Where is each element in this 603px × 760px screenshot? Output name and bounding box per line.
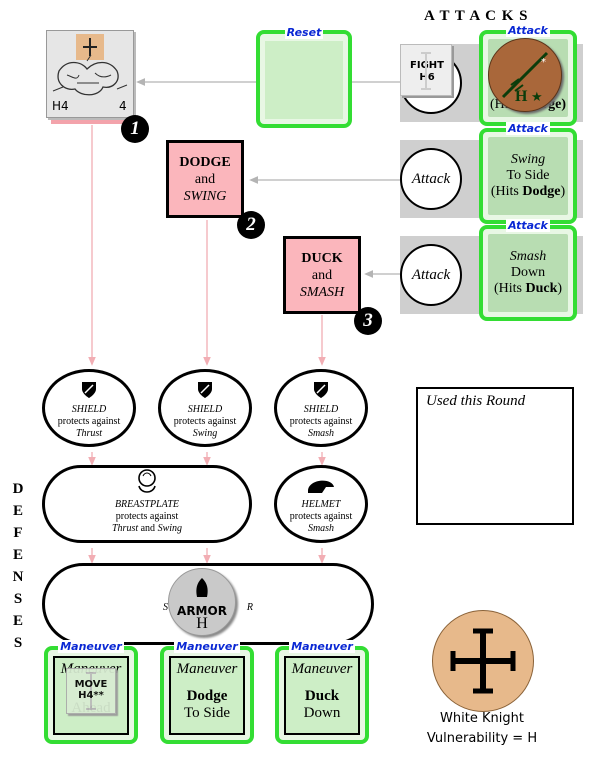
attack-row-2-label: Attack — [411, 170, 451, 187]
maneuver-3-line3: Down — [303, 705, 341, 721]
maneuver-tag-3: Maneuver — [289, 640, 355, 653]
maneuver-2-line2: Dodge — [186, 688, 228, 704]
attack-row-2-circle[interactable]: Attack — [400, 148, 462, 210]
maneuver-card-3-inner: Maneuver Duck Down — [284, 656, 360, 735]
player-vulnerability: Vulnerability = H — [426, 731, 538, 746]
fight-chit-mark-icon — [421, 52, 431, 90]
reset-label: Reset — [284, 26, 324, 39]
duck-sub: SMASH — [299, 284, 345, 300]
shield-3-name: SHIELD — [303, 404, 339, 415]
cross-icon — [450, 628, 516, 694]
breastplate-name: BREASTPLATE — [114, 499, 180, 510]
step-number-1: 1 — [121, 115, 149, 143]
helmet-name: HELMET — [301, 499, 341, 510]
suit-fragment-left: S — [163, 602, 168, 613]
breastplate-line3: Thrust and Swing — [111, 523, 183, 534]
helmet-slot[interactable]: HELMET protects against Smash — [274, 465, 368, 543]
maneuver-3-title: Maneuver — [291, 661, 353, 677]
breastplate-slot[interactable]: BREASTPLATE protects against Thrust and … — [42, 465, 252, 543]
used-this-round-title: Used this Round — [426, 393, 526, 409]
attack-card-3-inner: Smash Down (Hits Duck) — [488, 234, 568, 312]
attack-card-2-line1: Swing — [510, 152, 546, 167]
shield-2-name: SHIELD — [187, 404, 223, 415]
shield-slot-thrust[interactable]: SHIELD protects against Thrust — [42, 369, 136, 447]
duck-title: DUCK — [301, 250, 343, 266]
duck-and: and — [311, 267, 333, 283]
reset-slot — [265, 41, 343, 119]
attack-card-3-line1: Smash — [509, 249, 547, 264]
attack-card-3[interactable]: Attack Smash Down (Hits Duck) — [479, 219, 577, 321]
breastplate-line2: protects against — [115, 511, 179, 522]
attack-card-2-line3: (Hits Dodge) — [490, 184, 566, 199]
attack-card-3-line2: Down — [510, 265, 546, 280]
helmet-icon — [308, 480, 334, 493]
used-this-round-box[interactable]: Used this Round — [416, 387, 574, 525]
shield-1-line3: Thrust — [75, 428, 103, 439]
move-chit-label: MOVE — [74, 679, 108, 690]
attack-card-2-line2: To Side — [506, 168, 550, 183]
move-chit-mark-icon — [86, 672, 96, 710]
maneuver-tag-2: Maneuver — [174, 640, 240, 653]
knight-attack-counter[interactable]: H ★ * — [488, 38, 562, 112]
shield-2-line2: protects against — [173, 416, 237, 427]
shield-icon — [198, 382, 212, 398]
shield-1-name: SHIELD — [71, 404, 107, 415]
shield-3-line2: protects against — [289, 416, 353, 427]
helmet-line3: Smash — [307, 523, 335, 534]
attack-tag-3: Attack — [506, 219, 550, 232]
dodge-swing-box[interactable]: DODGE and SWING — [166, 140, 244, 218]
armor-counter-label: ARMOR — [177, 604, 227, 618]
shield-2-line3: Swing — [192, 428, 218, 439]
armor-icon — [196, 578, 208, 597]
shield-icon — [314, 382, 328, 398]
maneuver-2-line3: To Side — [183, 705, 231, 721]
shield-1-line2: protects against — [57, 416, 121, 427]
maneuver-card-3[interactable]: Maneuver Maneuver Duck Down — [275, 640, 369, 744]
maneuver-2-title: Maneuver — [176, 661, 238, 677]
suit-fragment-right: R — [246, 602, 253, 613]
svg-text:★: ★ — [531, 90, 543, 105]
player-name: White Knight — [440, 711, 524, 726]
maneuver-tag-1: Maneuver — [58, 640, 124, 653]
armor-counter-code: H — [196, 615, 208, 632]
attack-card-2-inner: Swing To Side (Hits Dodge) — [488, 137, 568, 215]
attack-tag-1: Attack — [506, 24, 550, 37]
maneuver-3-line2: Duck — [304, 688, 340, 704]
attack-card-3-line3: (Hits Duck) — [493, 281, 563, 296]
breastplate-icon — [138, 469, 156, 493]
monster-card[interactable]: H4 4 — [46, 30, 134, 118]
helmet-line2: protects against — [289, 511, 353, 522]
attack-row-3-label: Attack — [411, 266, 451, 283]
dodge-title: DODGE — [179, 154, 231, 170]
shield-3-line3: Smash — [307, 428, 335, 439]
move-chit[interactable]: MOVE H4** — [66, 668, 116, 714]
svg-text:*: * — [541, 57, 546, 68]
step-number-2: 2 — [237, 211, 265, 239]
maneuver-card-2-inner: Maneuver Dodge To Side — [169, 656, 245, 735]
attack-card-2[interactable]: Attack Swing To Side (Hits Dodge) — [479, 122, 577, 224]
white-knight-chit[interactable] — [432, 610, 534, 712]
shield-icon — [82, 382, 96, 398]
monster-code: H4 — [52, 99, 69, 113]
attack-tag-2: Attack — [506, 122, 550, 135]
monster-value: 4 — [119, 99, 127, 113]
duck-smash-box[interactable]: DUCK and SMASH — [283, 236, 361, 314]
dodge-and: and — [194, 171, 216, 187]
shield-slot-swing[interactable]: SHIELD protects against Swing — [158, 369, 252, 447]
step-number-3: 3 — [354, 307, 382, 335]
armor-counter[interactable]: ARMOR H — [168, 568, 236, 636]
svg-text:H: H — [515, 88, 528, 105]
dodge-sub: SWING — [183, 188, 227, 204]
attacks-title: A T T A C K S — [424, 8, 529, 24]
maneuver-card-2[interactable]: Maneuver Maneuver Dodge To Side — [160, 640, 254, 744]
sword-icon: H ★ * — [501, 51, 549, 105]
fight-chit[interactable]: FIGHT H6 — [400, 44, 452, 96]
reset-card[interactable]: Reset — [256, 26, 352, 128]
move-chit-code: H4** — [78, 690, 104, 701]
shield-slot-smash[interactable]: SHIELD protects against Smash — [274, 369, 368, 447]
monster-art — [52, 34, 128, 96]
attack-row-3-circle[interactable]: Attack — [400, 244, 462, 306]
